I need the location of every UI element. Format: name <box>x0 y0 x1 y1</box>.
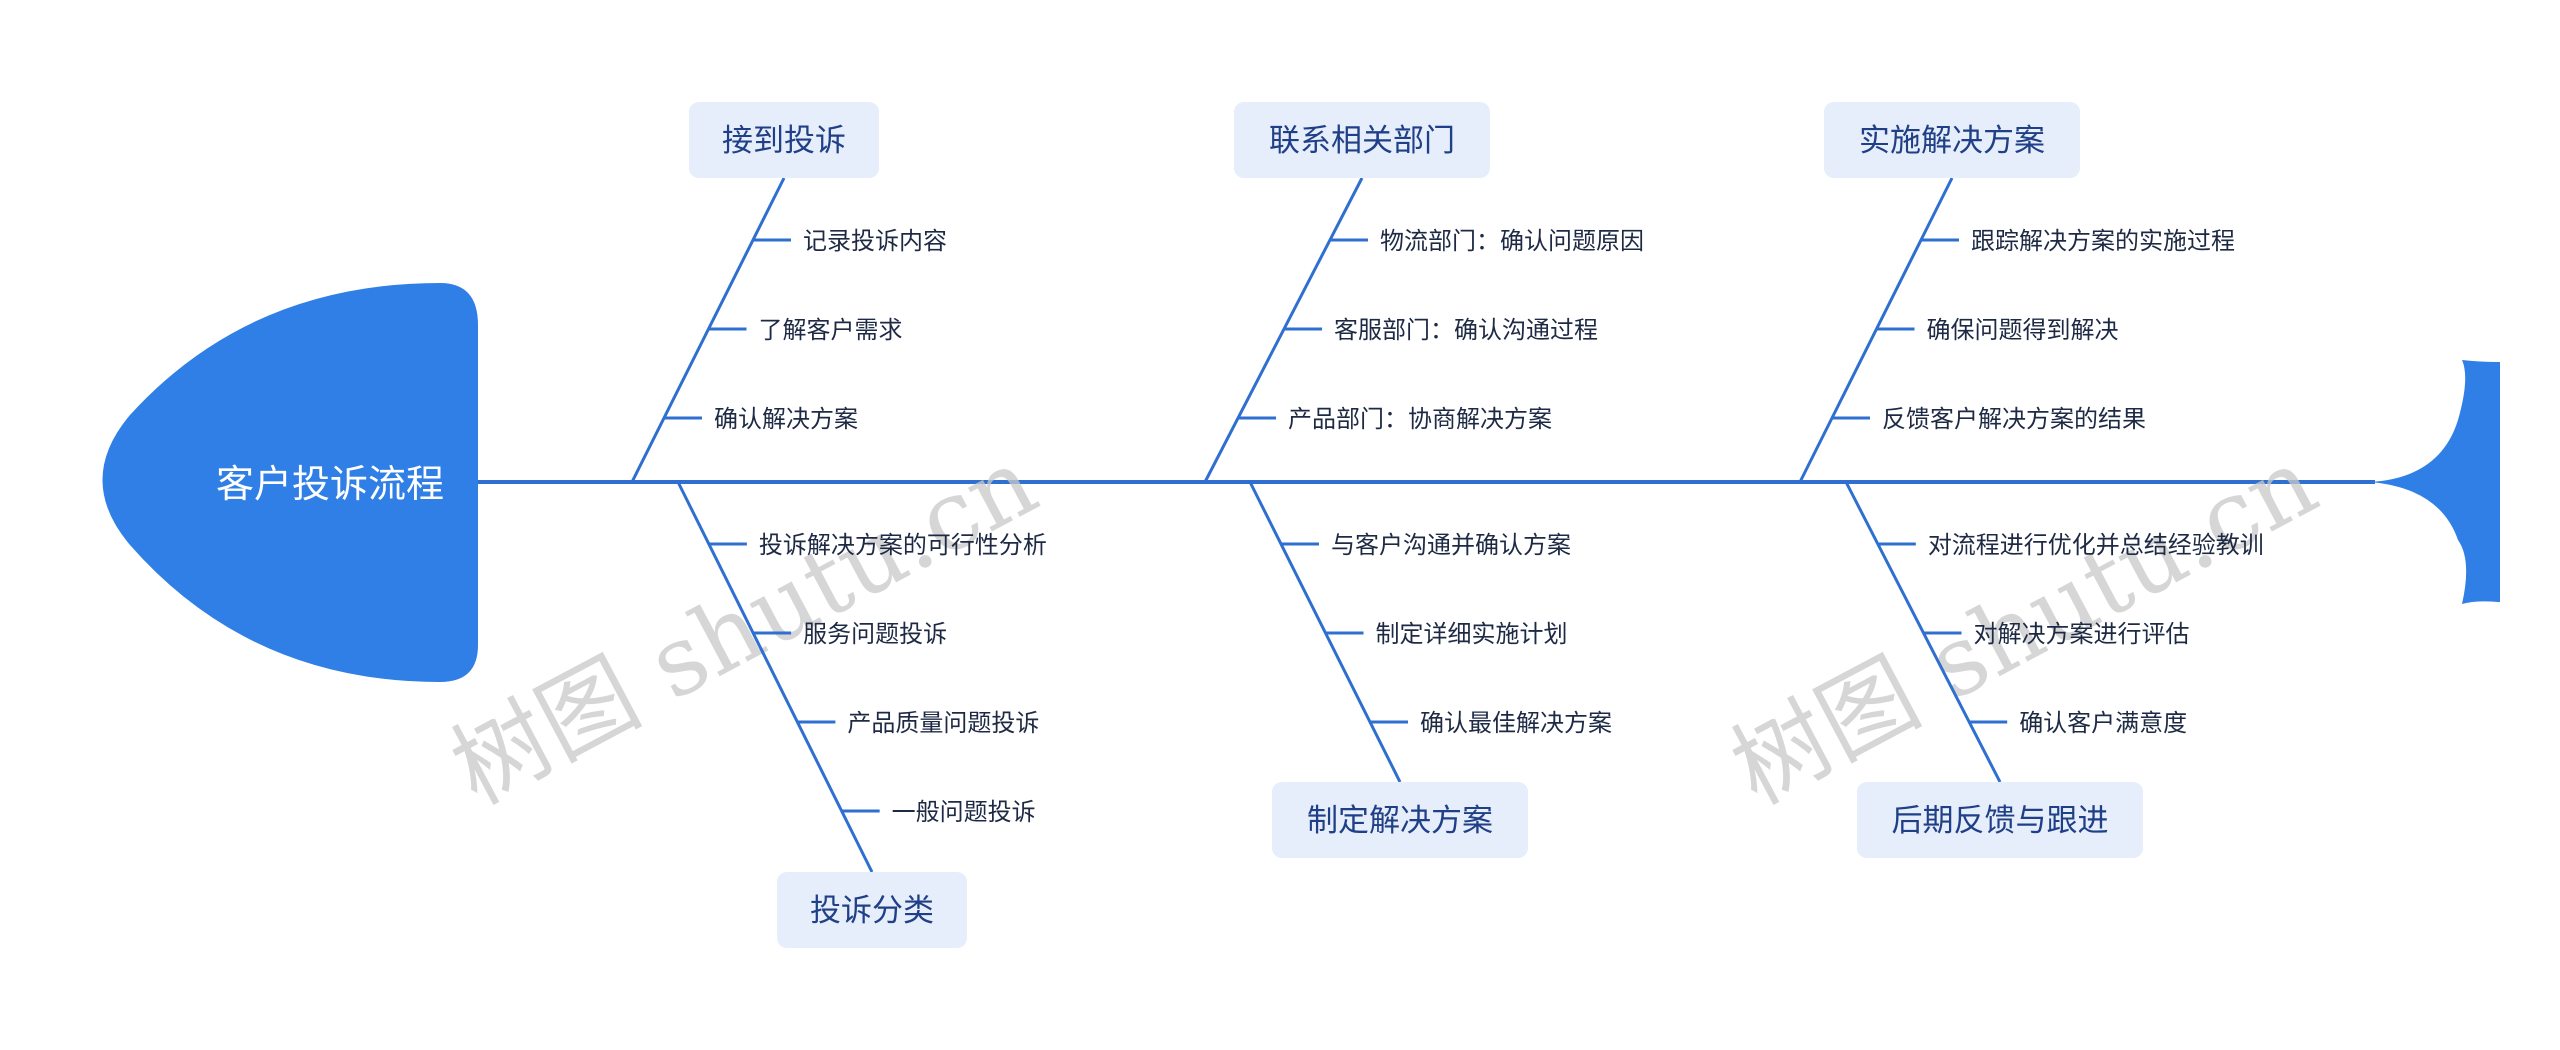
bone-item-label: 反馈客户解决方案的结果 <box>1882 405 2146 433</box>
bone-item-label: 客服部门：确认沟通过程 <box>1334 316 1598 344</box>
watermark: 树图 shutu.cn <box>434 426 1053 826</box>
bone-item-label: 产品部门：协商解决方案 <box>1288 405 1552 433</box>
bone-item-label: 投诉解决方案的可行性分析 <box>759 531 1047 559</box>
bone-line <box>1844 481 2002 783</box>
category-box <box>689 102 879 178</box>
category-label: 后期反馈与跟进 <box>1892 803 2109 839</box>
bone-item-label: 确认解决方案 <box>714 405 858 433</box>
bone-item-label: 对流程进行优化并总结经验教训 <box>1928 531 2264 559</box>
category-box <box>1272 782 1528 858</box>
bone-line <box>1798 177 1954 483</box>
bone-line <box>1203 177 1364 483</box>
bone-item-label: 服务问题投诉 <box>803 620 947 648</box>
bone-item-label: 物流部门：确认问题原因 <box>1380 227 1644 255</box>
bone-item-label: 跟踪解决方案的实施过程 <box>1971 227 2235 255</box>
category-box <box>1824 102 2080 178</box>
fish-tail-fin <box>2370 360 2500 604</box>
bone-item-label: 确保问题得到解决 <box>1927 316 2119 344</box>
fish-head-title: 客户投诉流程 <box>216 462 444 506</box>
category-label: 联系相关部门 <box>1269 123 1455 159</box>
category-label: 制定解决方案 <box>1307 803 1493 839</box>
category-label: 实施解决方案 <box>1859 123 2045 159</box>
bone-line <box>630 177 786 483</box>
bone-line <box>1248 481 1402 783</box>
fish-head-shape <box>102 283 478 682</box>
category-box <box>777 872 967 948</box>
category-label: 接到投诉 <box>722 123 846 159</box>
bone-item-label: 确认客户满意度 <box>2019 709 2187 737</box>
bone-item-label: 产品质量问题投诉 <box>847 709 1039 737</box>
category-box <box>1857 782 2143 858</box>
category-box <box>1234 102 1490 178</box>
bone-item-label: 确认最佳解决方案 <box>1420 709 1612 737</box>
bone-item-label: 对解决方案进行评估 <box>1974 620 2190 648</box>
category-label: 投诉分类 <box>810 893 934 929</box>
bone-item-label: 与客户沟通并确认方案 <box>1331 531 1571 559</box>
bone-line <box>676 481 874 873</box>
bone-item-label: 记录投诉内容 <box>803 227 947 255</box>
bone-item-label: 一般问题投诉 <box>892 798 1036 826</box>
bone-item-label: 制定详细实施计划 <box>1376 620 1568 648</box>
bone-item-label: 了解客户需求 <box>759 316 903 344</box>
